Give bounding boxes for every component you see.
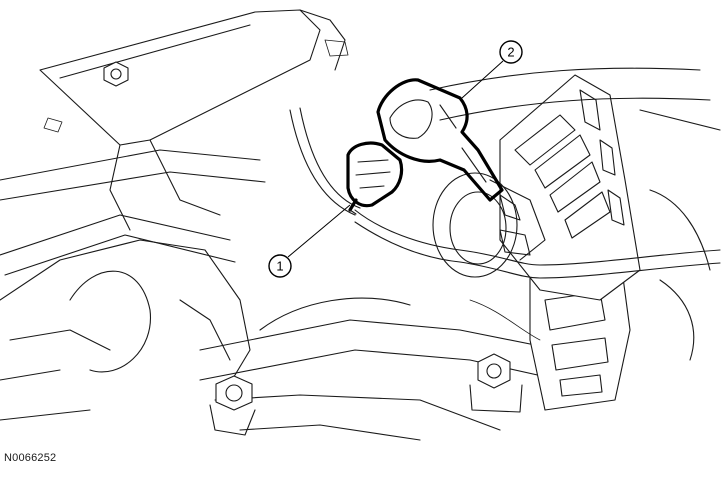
wiring-harness: [289, 107, 721, 341]
callout-2-leader: [461, 60, 504, 99]
callout-2-circle: [499, 40, 523, 64]
callout-1-circle: [268, 254, 292, 278]
left-body-panel: [0, 239, 251, 421]
bolt-lower-left: [209, 375, 256, 436]
headlamp-bulb: [376, 78, 504, 202]
diagonal-bracket: [0, 149, 266, 276]
callout-2-number: 2: [507, 45, 514, 60]
upper-panel: [39, 9, 349, 231]
callout-1: 1: [268, 204, 351, 278]
bolt-top-left: [103, 61, 129, 87]
right-upper-structure: [429, 67, 721, 361]
bolt-lower-center: [469, 353, 523, 413]
headlamp-grid-bracket: [499, 74, 641, 301]
callout-1-leader: [287, 204, 351, 258]
callout-2: 2: [461, 40, 523, 99]
bulb-socket: [432, 172, 546, 278]
figure-id-label: N0066252: [4, 452, 57, 464]
electrical-connector: [346, 141, 404, 215]
callout-1-number: 1: [276, 259, 283, 274]
